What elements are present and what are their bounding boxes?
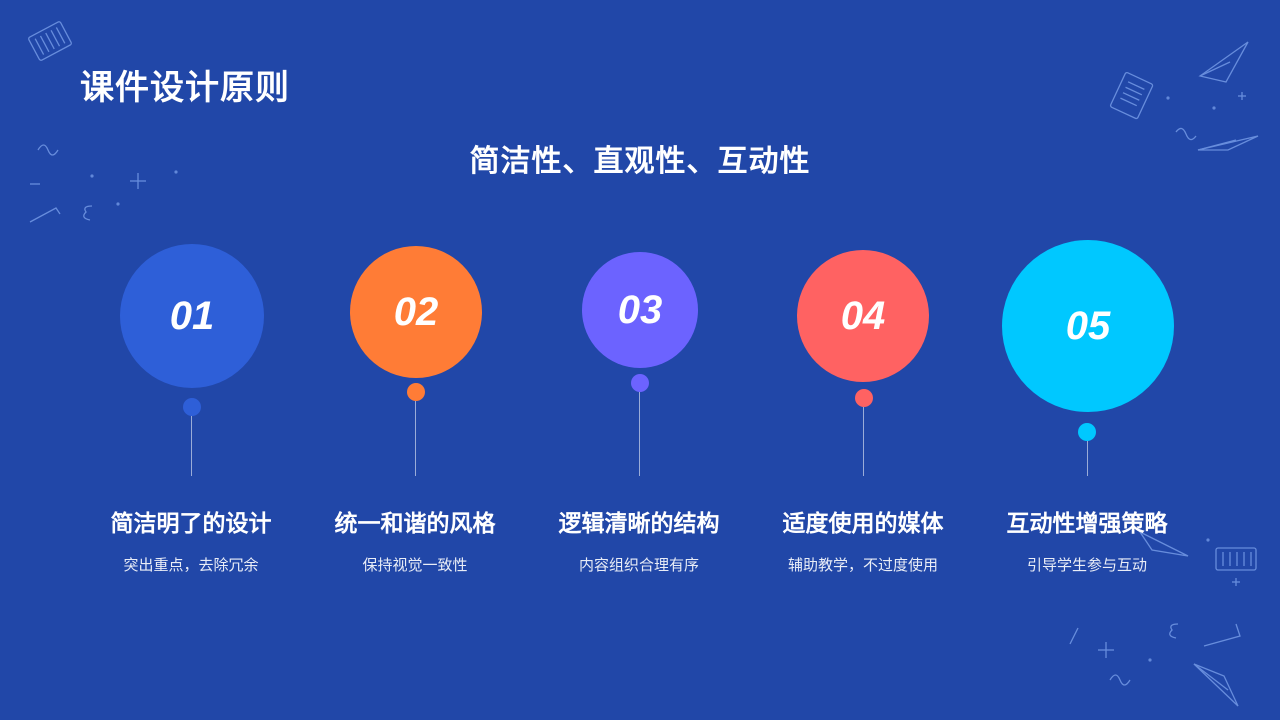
principle-title: 逻辑清晰的结构 — [558, 511, 720, 537]
number-label: 05 — [1065, 303, 1111, 348]
page-title: 课件设计原则 — [80, 68, 290, 108]
principle-title: 适度使用的媒体 — [782, 511, 944, 537]
connector-dot — [1078, 423, 1096, 441]
number-circle: 04 — [797, 250, 929, 382]
principle-description: 内容组织合理有序 — [578, 556, 699, 574]
connector-dot — [407, 383, 425, 401]
principle-description: 引导学生参与互动 — [1026, 556, 1147, 574]
connector-dot — [855, 389, 873, 407]
number-label: 01 — [169, 293, 215, 338]
principle-description: 突出重点，去除冗余 — [123, 556, 259, 574]
principle-description: 保持视觉一致性 — [362, 556, 468, 574]
number-circle: 05 — [1002, 240, 1174, 412]
paper-plane-icon — [1198, 41, 1249, 83]
notebook-icon — [1215, 547, 1257, 571]
number-label: 03 — [617, 287, 663, 332]
number-label: 04 — [840, 293, 886, 338]
number-circle: 01 — [120, 244, 264, 388]
paper-plane-icon — [1193, 663, 1239, 707]
notebook-icon — [28, 21, 72, 61]
notebook-icon — [1109, 72, 1154, 120]
connector-line — [191, 416, 192, 476]
principle-title: 互动性增强策略 — [1006, 511, 1168, 537]
number-circle: 02 — [350, 246, 482, 378]
connector-line — [1087, 441, 1088, 476]
number-circle: 03 — [582, 252, 698, 368]
connector-line — [639, 392, 640, 476]
connector-dot — [183, 398, 201, 416]
connector-dot — [631, 374, 649, 392]
section-subtitle: 简洁性、直观性、互动性 — [469, 144, 811, 179]
number-label: 02 — [393, 289, 439, 334]
principle-description: 辅助教学，不过度使用 — [787, 556, 938, 574]
principle-title: 统一和谐的风格 — [334, 511, 496, 537]
principle-title: 简洁明了的设计 — [110, 511, 272, 537]
connector-line — [863, 407, 864, 476]
connector-line — [415, 401, 416, 476]
